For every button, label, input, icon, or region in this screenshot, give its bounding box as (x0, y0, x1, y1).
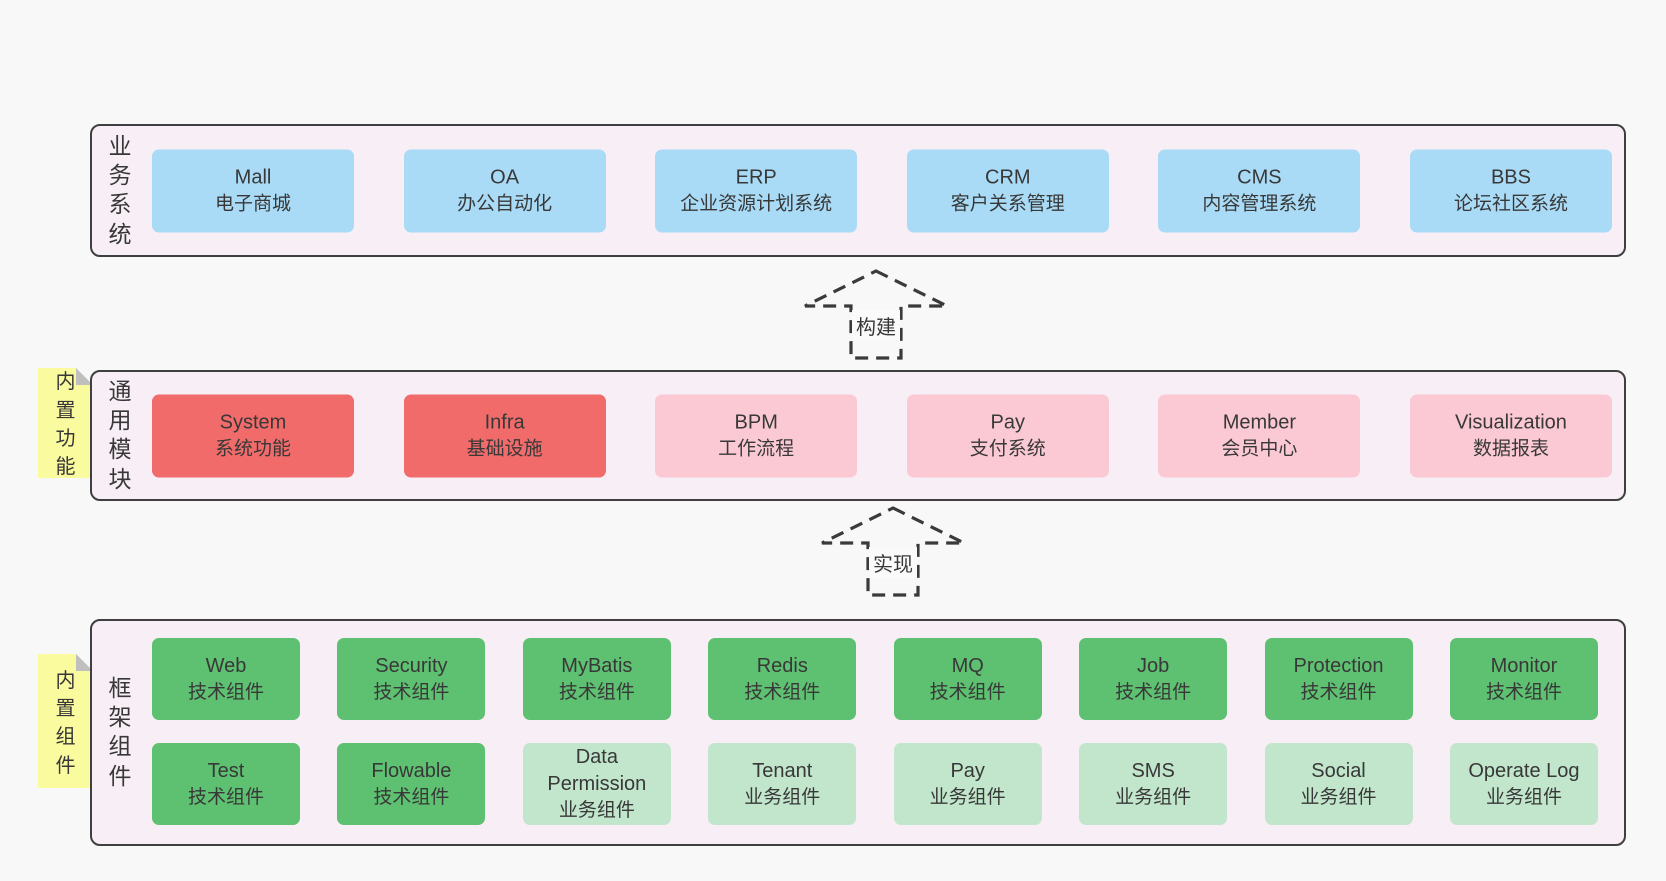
sticky-note-label: 内置功能 (55, 371, 76, 479)
arrow-build: 构建 (801, 266, 951, 361)
band-label: 框架组件 (108, 674, 132, 789)
band-row-technical: Web 技术组件 Security 技术组件 MyBatis 技术组件 Redi… (152, 638, 1598, 720)
node-system: System 系统功能 (152, 394, 354, 477)
node-tenant: Tenant 业务组件 (708, 743, 857, 825)
arrow-label-build: 构建 (852, 310, 900, 341)
node-bpm: BPM 工作流程 (655, 394, 858, 477)
band-label: 通用模块 (108, 377, 132, 492)
node-flowable: Flowable 技术组件 (337, 743, 486, 825)
sticky-note-builtin-components: 内置组件 (38, 654, 93, 788)
node-protection: Protection 技术组件 (1264, 638, 1413, 720)
component-rows: Web 技术组件 Security 技术组件 MyBatis 技术组件 Redi… (152, 638, 1598, 825)
node-visualization: Visualization 数据报表 (1409, 394, 1612, 477)
node-oa: OA 办公自动化 (403, 149, 606, 232)
node-security: Security 技术组件 (337, 638, 486, 720)
node-sms: SMS 业务组件 (1079, 743, 1228, 825)
node-cms: CMS 内容管理系统 (1158, 149, 1361, 232)
node-redis: Redis 技术组件 (708, 638, 857, 720)
band-business-systems: 业务系统 Mall 电子商城 OA 办公自动化 ERP 企业资源计划系统 CRM… (90, 124, 1626, 257)
band-framework-components: 框架组件 Web 技术组件 Security 技术组件 MyBatis 技术组件… (90, 619, 1626, 846)
arrow-label-implement: 实现 (869, 547, 917, 578)
node-pay-component: Pay 业务组件 (893, 743, 1042, 825)
node-data-permission: Data Permission 业务组件 (522, 743, 671, 825)
arrow-implement: 实现 (818, 503, 968, 598)
dashed-up-arrow-icon (821, 506, 965, 597)
node-erp: ERP 企业资源计划系统 (655, 149, 858, 232)
node-pay-system: Pay 支付系统 (906, 394, 1109, 477)
node-bbs: BBS 论坛社区系统 (1409, 149, 1612, 232)
node-job: Job 技术组件 (1079, 638, 1228, 720)
node-infra: Infra 基础设施 (403, 394, 606, 477)
node-member: Member 会员中心 (1158, 394, 1361, 477)
node-monitor: Monitor 技术组件 (1449, 638, 1598, 720)
node-test: Test 技术组件 (152, 743, 300, 825)
sticky-note-label: 内置组件 (55, 669, 76, 778)
node-mq: MQ 技术组件 (893, 638, 1042, 720)
band-row-business: Test 技术组件 Flowable 技术组件 Data Permission … (152, 743, 1598, 825)
node-mall: Mall 电子商城 (152, 149, 354, 232)
node-mybatis: MyBatis 技术组件 (522, 638, 671, 720)
node-social: Social 业务组件 (1264, 743, 1413, 825)
band-label: 业务系统 (108, 132, 132, 247)
dashed-up-arrow-icon (804, 269, 948, 360)
node-operate-log: Operate Log 业务组件 (1449, 743, 1598, 825)
band-row: Mall 电子商城 OA 办公自动化 ERP 企业资源计划系统 CRM 客户关系… (152, 149, 1612, 232)
node-crm: CRM 客户关系管理 (906, 149, 1109, 232)
sticky-note-builtin-features: 内置功能 (38, 368, 93, 479)
band-common-modules: 通用模块 System 系统功能 Infra 基础设施 BPM 工作流程 Pay… (90, 370, 1626, 501)
band-row: System 系统功能 Infra 基础设施 BPM 工作流程 Pay 支付系统… (152, 394, 1612, 477)
node-web: Web 技术组件 (152, 638, 300, 720)
